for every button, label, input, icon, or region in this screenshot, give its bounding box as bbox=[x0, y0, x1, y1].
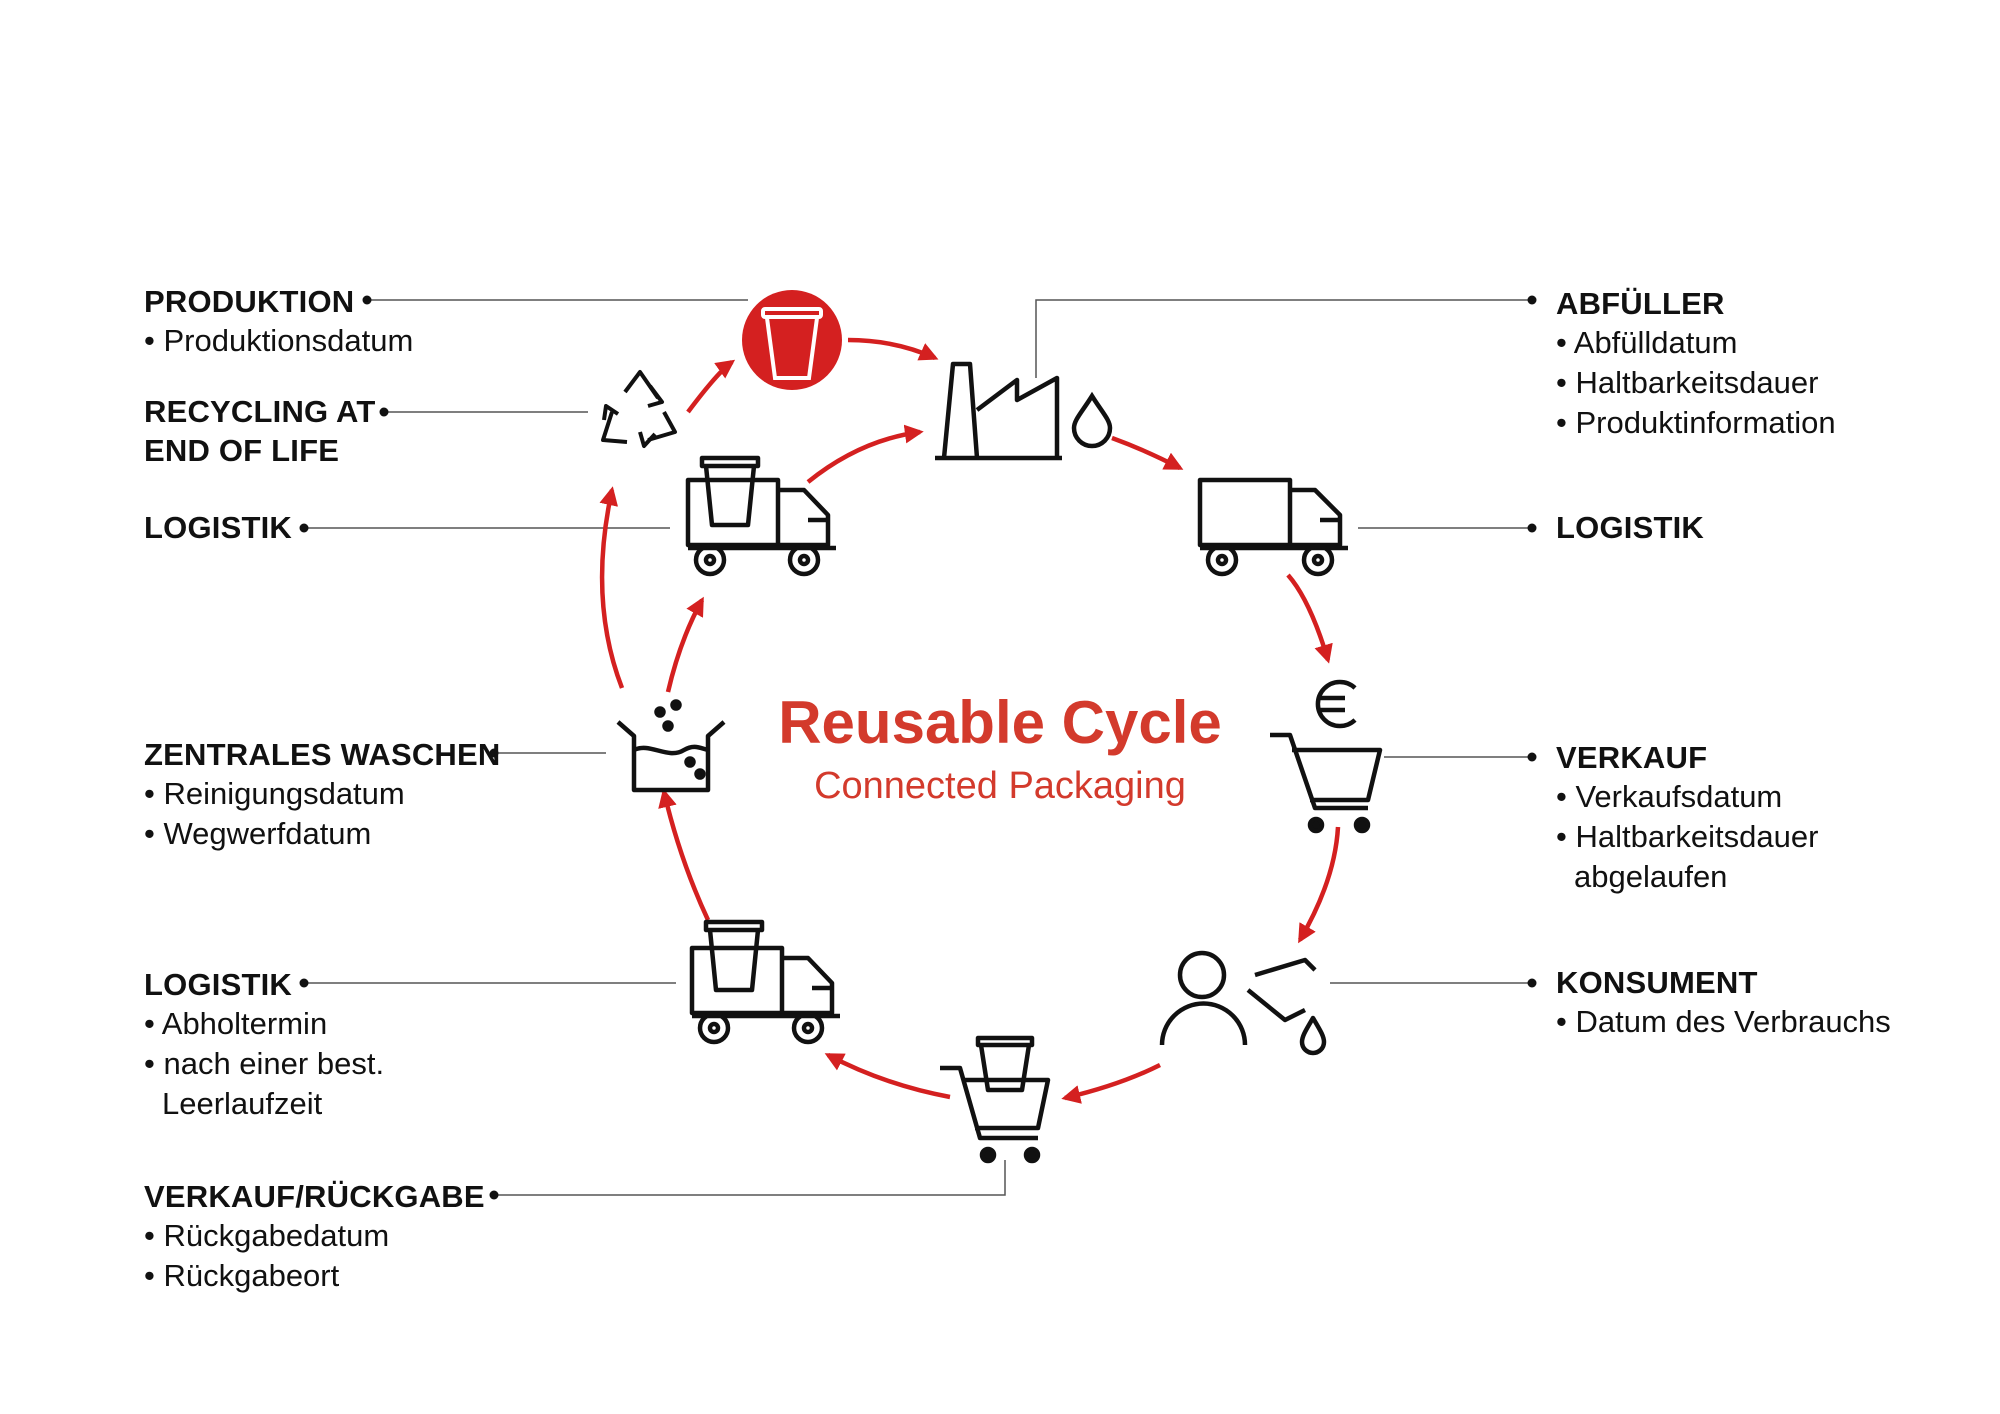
truck-with-cup-logistik-icon bbox=[685, 455, 836, 577]
cycle-arrows bbox=[599, 337, 1341, 1104]
label-item: Abfülldatum bbox=[1556, 323, 1836, 363]
label-item: Haltbarkeitsdauer bbox=[1556, 363, 1836, 403]
label-title: PRODUKTION bbox=[144, 284, 355, 319]
label-title: LOGISTIK bbox=[1556, 510, 1704, 545]
label-title: ZENTRALES WASCHEN bbox=[144, 737, 501, 772]
label-title: LOGISTIK bbox=[144, 510, 292, 545]
label-item: Produktionsdatum bbox=[144, 321, 413, 361]
label-title: VERKAUF/RÜCKGABE bbox=[144, 1179, 485, 1214]
consumer-icon bbox=[1159, 950, 1248, 1046]
label-title: RECYCLING AT bbox=[144, 394, 376, 429]
label-item: Wegwerfdatum bbox=[144, 814, 500, 854]
label-logistik-left: LOGISTIK bbox=[144, 508, 292, 547]
cycle-title: Reusable Cycle bbox=[778, 689, 1222, 756]
label-title: VERKAUF bbox=[1556, 740, 1708, 775]
label-item: Datum des Verbrauchs bbox=[1556, 1002, 1890, 1042]
cart-with-cup-icon bbox=[940, 1035, 1051, 1164]
recycling-icon bbox=[601, 370, 677, 448]
label-title: KONSUMENT bbox=[1556, 965, 1758, 1000]
cup-icon bbox=[742, 290, 842, 390]
label-verkauf-rueckgabe: VERKAUF/RÜCKGABE Rückgabedatum Rückgabeo… bbox=[144, 1177, 485, 1296]
label-item: Reinigungsdatum bbox=[144, 774, 500, 814]
label-item: nach einer best. bbox=[144, 1044, 384, 1084]
label-logistik-right: LOGISTIK bbox=[1556, 508, 1704, 547]
label-verkauf: VERKAUF Verkaufsdatum Haltbarkeitsdauer … bbox=[1556, 738, 1818, 897]
cycle-subtitle: Connected Packaging bbox=[814, 765, 1186, 807]
label-abfueller: ABFÜLLER Abfülldatum Haltbarkeitsdauer P… bbox=[1556, 284, 1836, 443]
label-logistik-return: LOGISTIK Abholtermin nach einer best. Le… bbox=[144, 965, 384, 1124]
label-zentrales-waschen: ZENTRALES WASCHEN Reinigungsdatum Wegwer… bbox=[144, 735, 500, 854]
label-title: END OF LIFE bbox=[144, 433, 340, 468]
label-item: Verkaufsdatum bbox=[1556, 777, 1818, 817]
label-item: Abholtermin bbox=[144, 1004, 384, 1044]
label-item-continued: Leerlaufzeit bbox=[162, 1086, 323, 1121]
label-item: Rückgabedatum bbox=[144, 1216, 485, 1256]
label-title: LOGISTIK bbox=[144, 967, 292, 1002]
pouring-cup-icon bbox=[1246, 957, 1327, 1056]
factory-icon bbox=[935, 361, 1062, 461]
label-konsument: KONSUMENT Datum des Verbrauchs bbox=[1556, 963, 1891, 1042]
euro-icon bbox=[1315, 679, 1357, 729]
leader-dots bbox=[299, 295, 1537, 1200]
label-recycling: RECYCLING AT END OF LIFE bbox=[144, 392, 375, 470]
label-item: Rückgabeort bbox=[144, 1256, 485, 1296]
water-drop-icon bbox=[1071, 391, 1113, 449]
label-item: Haltbarkeitsdauer bbox=[1556, 817, 1818, 857]
truck-with-cup-icon bbox=[689, 919, 840, 1045]
delivery-truck-icon bbox=[1197, 477, 1348, 577]
label-title: ABFÜLLER bbox=[1556, 286, 1725, 321]
label-item: Produktinformation bbox=[1556, 403, 1835, 443]
leader-lines bbox=[304, 299, 1532, 1196]
label-item-continued: abgelaufen bbox=[1574, 859, 1728, 894]
label-produktion: PRODUKTION Produktionsdatum bbox=[144, 282, 413, 361]
shopping-cart-icon bbox=[1270, 732, 1383, 834]
washing-basin-icon bbox=[616, 699, 726, 793]
